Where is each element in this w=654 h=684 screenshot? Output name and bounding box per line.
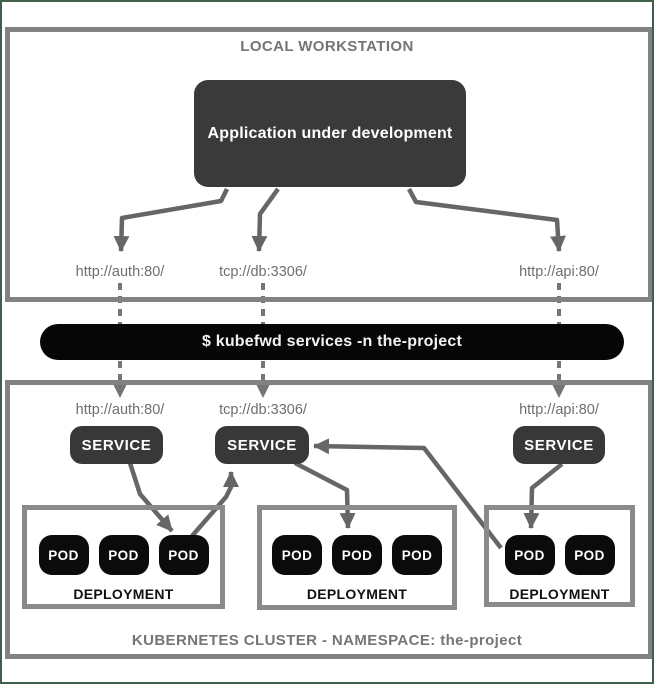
- deployment-db: POD POD POD DEPLOYMENT: [257, 505, 457, 610]
- deployment-label: DEPLOYMENT: [509, 586, 610, 602]
- arrow-auth-service-to-pod: [127, 462, 174, 533]
- kubefwd-command-bar: $ kubefwd services -n the-project: [40, 324, 624, 360]
- pod-row: POD POD: [504, 535, 615, 575]
- local-workstation-title: LOCAL WORKSTATION: [240, 38, 414, 55]
- arrow-app-to-auth: [113, 187, 230, 252]
- cluster-endpoint-db: tcp://db:3306/: [219, 402, 307, 418]
- service-api: SERVICE: [513, 426, 605, 464]
- service-db: SERVICE: [215, 426, 309, 464]
- deployment-api: POD POD DEPLOYMENT: [484, 505, 635, 607]
- cluster-endpoint-api: http://api:80/: [519, 402, 599, 418]
- local-workstation-box: [5, 27, 652, 302]
- arrow-api-service-to-pod: [523, 462, 564, 529]
- pod: POD: [504, 535, 555, 575]
- local-endpoint-api: http://api:80/: [519, 264, 599, 280]
- arrow-db-service-to-pod: [293, 461, 356, 529]
- pod-row: POD POD POD: [38, 535, 209, 575]
- pod: POD: [272, 535, 322, 575]
- pod: POD: [332, 535, 382, 575]
- arrow-app-to-db: [251, 187, 280, 252]
- pod: POD: [392, 535, 442, 575]
- local-endpoint-auth: http://auth:80/: [75, 264, 165, 280]
- deployment-label: DEPLOYMENT: [306, 586, 408, 602]
- kubernetes-cluster-box: [5, 380, 652, 659]
- kubernetes-cluster-title: KUBERNETES CLUSTER - NAMESPACE: the-proj…: [131, 632, 523, 649]
- arrow-api-pod-to-db-service: [313, 438, 503, 550]
- arrow-pod-to-db-service: [190, 471, 239, 538]
- kubefwd-command-text: $ kubefwd services -n the-project: [201, 333, 462, 350]
- application-box-label: Application under development: [207, 124, 453, 142]
- deployment-label: DEPLOYMENT: [73, 586, 174, 602]
- cluster-endpoint-auth: http://auth:80/: [75, 402, 165, 418]
- local-endpoint-db: tcp://db:3306/: [219, 264, 307, 280]
- application-box: Application under development: [194, 80, 466, 187]
- service-auth: SERVICE: [70, 426, 163, 464]
- pod-row: POD POD POD: [272, 535, 442, 575]
- deployment-auth: POD POD POD DEPLOYMENT: [22, 505, 225, 609]
- pod: POD: [38, 535, 89, 575]
- arrow-app-to-api: [407, 187, 567, 252]
- pod: POD: [158, 535, 209, 575]
- pod: POD: [564, 535, 615, 575]
- pod: POD: [98, 535, 149, 575]
